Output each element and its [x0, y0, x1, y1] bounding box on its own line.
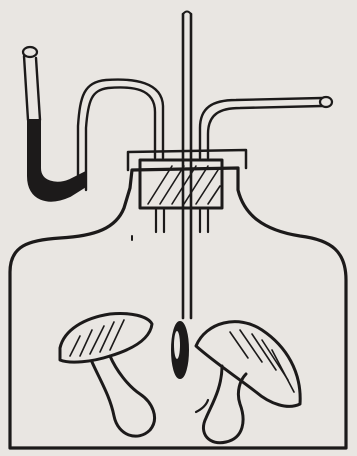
- outlet-tube: [200, 97, 332, 158]
- rubber-stopper: [132, 160, 222, 240]
- mushroom-right: [196, 322, 300, 443]
- thermometer: [172, 12, 191, 379]
- u-tube-manometer: [23, 47, 163, 201]
- mushroom-left: [60, 313, 155, 436]
